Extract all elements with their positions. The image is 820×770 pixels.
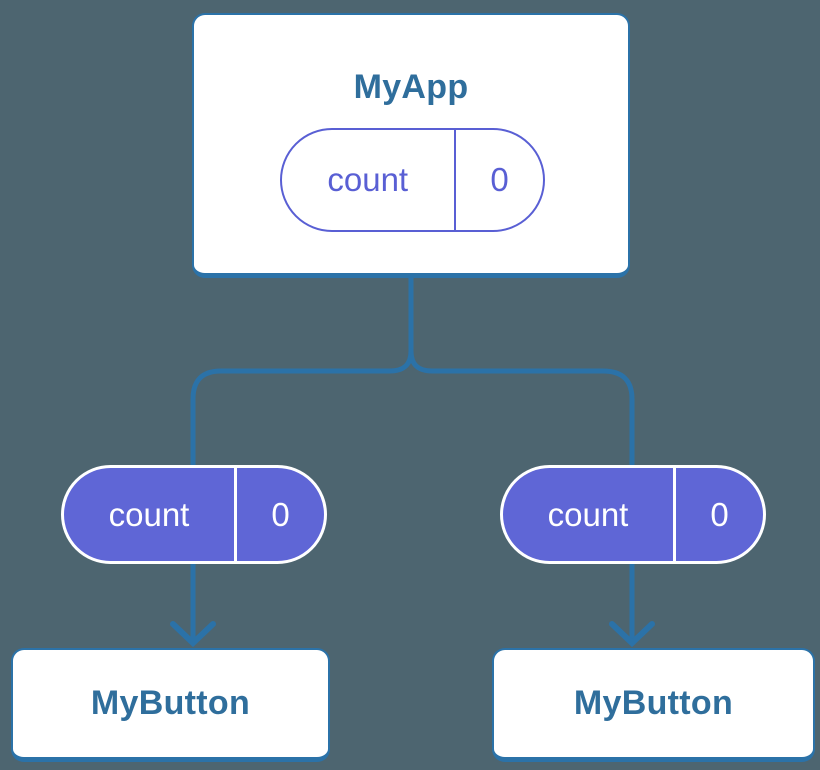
right-branch-line [408, 348, 635, 641]
prop-key: count [108, 495, 190, 533]
prop-key: count [547, 495, 629, 533]
child-component-title: MyButton [573, 684, 734, 722]
root-state-pill: count 0 [280, 128, 545, 232]
state-key: count [327, 161, 409, 198]
state-value: 0 [490, 161, 509, 198]
pill-divider [453, 130, 456, 230]
prop-value: 0 [271, 495, 290, 533]
right-arrowhead-icon [609, 621, 655, 648]
prop-value: 0 [710, 495, 729, 533]
right-prop-pill: count 0 [500, 465, 766, 564]
right-child-component-card: MyButton [492, 648, 815, 762]
left-child-component-card: MyButton [11, 648, 330, 762]
left-prop-pill: count 0 [61, 465, 327, 564]
stem-left-branch-line [190, 274, 414, 641]
pill-divider [673, 468, 676, 561]
pill-divider [234, 468, 237, 561]
root-component-title: MyApp [353, 68, 469, 106]
root-component-card: MyApp count 0 [192, 13, 630, 278]
left-arrowhead-icon [170, 621, 216, 648]
child-component-title: MyButton [90, 684, 251, 722]
